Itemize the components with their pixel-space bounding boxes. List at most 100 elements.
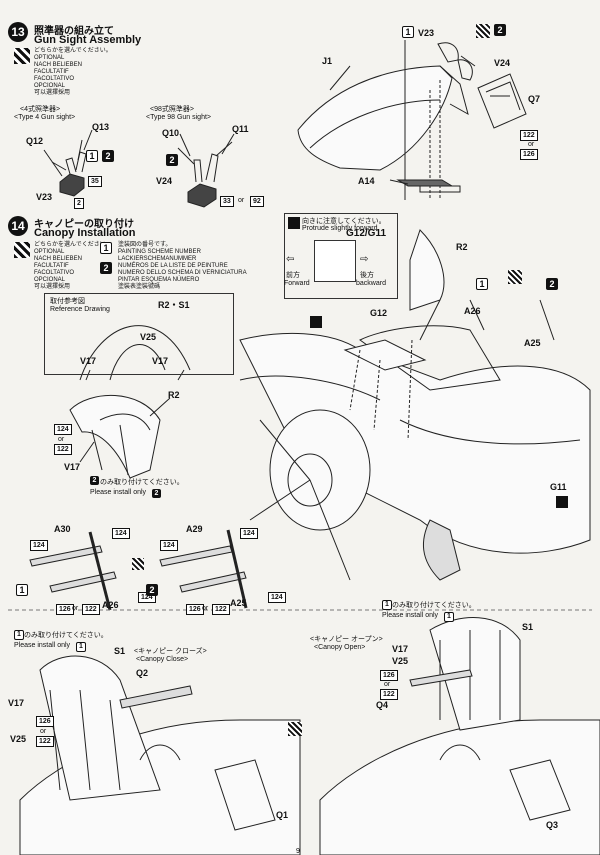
- reference-title-en: Reference Drawing: [50, 306, 110, 313]
- install-only-2-jp: のみ取り付けてください。: [100, 479, 184, 486]
- part-v24-left: V24: [156, 176, 173, 186]
- open-install-only-jp: のみ取り付けてください。: [392, 602, 476, 609]
- part-q11: Q11: [232, 124, 249, 134]
- type4-title-jp: <4式照準器>: [20, 106, 61, 113]
- option-legend-13: どちらかを選んでください。 OPTIONAL NACH BELIEBEN FAC…: [34, 48, 112, 97]
- step-14-number: 14: [8, 216, 28, 236]
- step-14-title-jp: キャノピーの取り付け: [34, 219, 134, 230]
- paint-92: 92: [250, 196, 264, 207]
- paint-2: 2: [74, 198, 84, 209]
- option-icon: [14, 48, 30, 64]
- scheme-2-badge: 2: [152, 489, 161, 498]
- type98-gunsight-drawing: [177, 141, 233, 208]
- part-q1: Q1: [276, 810, 289, 820]
- direction-note-jp: 向きに注意してください。: [302, 218, 386, 225]
- paint-legend-line: LACKIERSCHEMANUMMER: [118, 256, 197, 262]
- reference-drawing-box: [44, 293, 234, 375]
- paint-126: 126: [186, 604, 204, 615]
- option-legend-line: FACOLTATIVO: [34, 270, 75, 276]
- option-legend-line: どちらかを選んでください。: [34, 48, 112, 54]
- part-q3: Q3: [546, 820, 559, 830]
- scheme-2-badge: 2: [102, 150, 114, 162]
- option-legend-line: FACOLTATIVO: [34, 76, 75, 82]
- part-v17-closed: V17: [8, 698, 25, 708]
- canopy-open-title-jp: <キャノピー オープン>: [310, 636, 383, 643]
- option-icon: [132, 558, 144, 570]
- option-legend-line: OPTIONAL: [34, 249, 65, 255]
- backward-jp: 後方: [360, 272, 374, 279]
- open-install-only-en: Please install only: [382, 612, 439, 619]
- step-14-title-en: Canopy Installation: [34, 227, 136, 239]
- option-legend-line: FACULTATIF: [34, 69, 69, 75]
- reference-drawing: [79, 325, 191, 381]
- reference-v25: V25: [140, 332, 157, 342]
- step-13-title-en: Gun Sight Assembly: [34, 34, 142, 46]
- type98-title-en: <Type 98 Gun sight>: [146, 114, 211, 121]
- scheme-2-badge: 2: [146, 584, 158, 596]
- paint-legend-line: PAINTING SCHEME NUMBER: [118, 249, 201, 255]
- paint-122: 122: [212, 604, 230, 615]
- part-a26-left: A26: [102, 600, 119, 610]
- caution-icon: [288, 217, 300, 229]
- closed-install-only-en: Please install only: [14, 642, 71, 649]
- part-q2: Q2: [136, 668, 149, 678]
- or-text: or: [72, 605, 79, 612]
- part-q4: Q4: [376, 700, 389, 710]
- backward-arrow-icon: ⇨: [360, 254, 369, 265]
- paint-122: 122: [82, 604, 100, 615]
- or-text: or: [202, 605, 209, 612]
- q7-part-drawing: [477, 73, 527, 129]
- paint-126: 126: [56, 604, 74, 615]
- part-v17-canopy: V17: [64, 462, 81, 472]
- paint-124: 124: [160, 540, 178, 551]
- canopy-open-title-en: <Canopy Open>: [314, 644, 366, 651]
- part-q13: Q13: [92, 122, 110, 132]
- part-j1: J1: [322, 56, 333, 66]
- closed-install-only-jp: のみ取り付けてください。: [24, 632, 108, 639]
- part-a25-left: A25: [230, 598, 247, 608]
- caution-icon: [556, 496, 568, 508]
- paint-legend: 塗装図の番号です。 PAINTING SCHEME NUMBER LACKIER…: [118, 242, 247, 291]
- part-g11: G11: [550, 482, 567, 492]
- scheme-2-badge: 2: [546, 278, 558, 290]
- left-rails-drawing: [29, 531, 117, 611]
- part-v23-left: V23: [36, 192, 53, 202]
- part-g12-g11: G12/G11: [346, 228, 387, 239]
- part-a30: A30: [54, 524, 71, 534]
- or-text: or: [384, 681, 391, 688]
- scheme-1-badge: 1: [402, 26, 414, 38]
- paint-legend-line: NUMERO DELLO SCHEMA DI VERNICIATURA: [118, 270, 247, 276]
- part-q7: Q7: [528, 94, 541, 104]
- part-s1-left: S1: [114, 646, 126, 656]
- part-q10: Q10: [162, 128, 180, 138]
- option-legend-line: OPCIONAL: [34, 277, 66, 283]
- paint-legend-line: 塗装図の番号です。: [118, 242, 172, 248]
- forward-en: Forward: [284, 280, 310, 287]
- paint-124: 124: [268, 592, 286, 603]
- part-a26-right: A26: [464, 306, 481, 316]
- install-only-2-en: Please install only: [90, 489, 147, 496]
- part-r2-right: R2: [456, 242, 468, 252]
- part-g12: G12: [370, 308, 388, 318]
- option-legend-line: FACULTATIF: [34, 263, 69, 269]
- page-number: 9: [296, 848, 300, 855]
- aircraft-drawing: [239, 229, 591, 581]
- part-a25-right: A25: [524, 338, 541, 348]
- paint-124: 124: [30, 540, 48, 551]
- paint-126: 126: [36, 716, 54, 727]
- paint-126: 126: [380, 670, 398, 681]
- option-icon: [508, 270, 522, 284]
- scheme-2-badge: 2: [90, 476, 99, 485]
- part-a29: A29: [186, 524, 203, 534]
- scheme-2-badge: 2: [494, 24, 506, 36]
- scheme-1-badge: 1: [86, 150, 98, 162]
- paint-124: 124: [112, 528, 130, 539]
- part-r2-left: R2: [168, 390, 180, 400]
- backward-en: backward: [356, 280, 386, 287]
- or-text: or: [40, 728, 47, 735]
- reference-title-jp: 取付参考図: [50, 298, 85, 305]
- type4-gunsight-drawing: [51, 139, 87, 197]
- forward-arrow-icon: ⇦: [286, 254, 295, 265]
- paint-legend-line: PINTAR ESQUEMA NÚMERO: [118, 277, 200, 283]
